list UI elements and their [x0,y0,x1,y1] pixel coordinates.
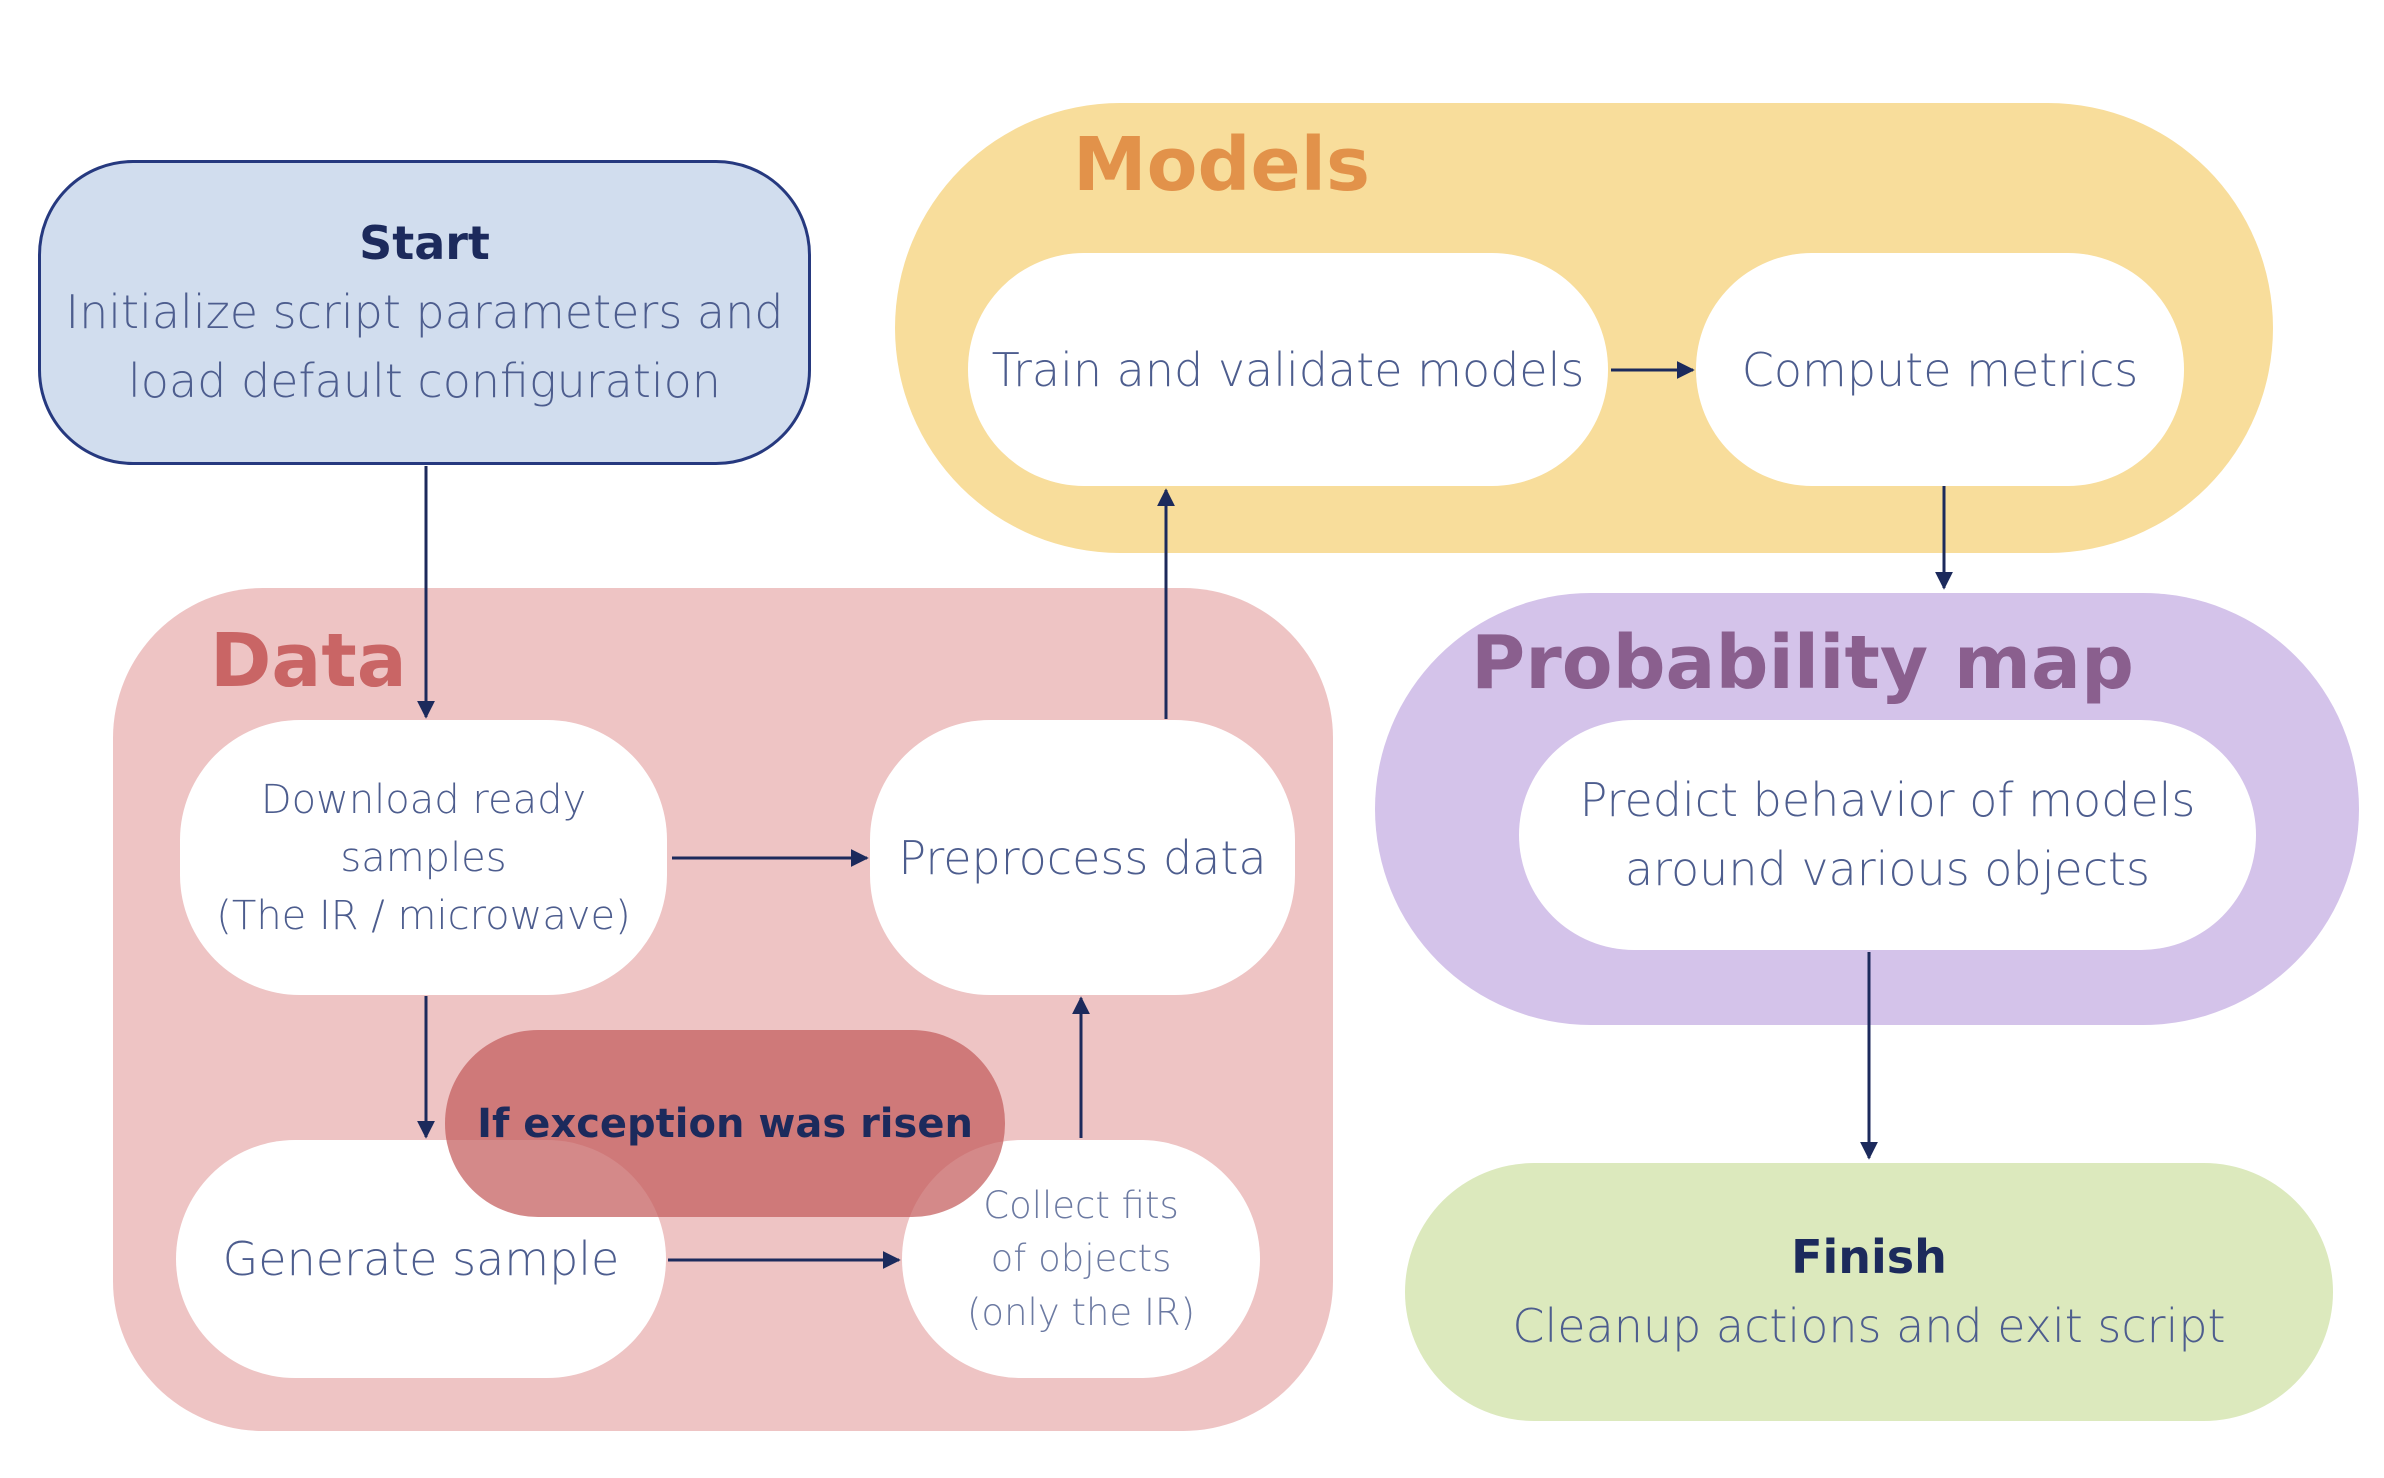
preprocess-data-label: Preprocess data [898,830,1267,885]
train-validate-node: Train and validate models [968,253,1608,486]
collect-fits-line-3: (only the IR) [967,1290,1195,1334]
finish-title: Finish [1791,1230,1947,1284]
models-group-title: Models [1073,122,1371,208]
finish-description: Cleanup actions and exit script [1512,1299,2226,1353]
data-group-title: Data [210,618,407,704]
probability-map-group-title: Probability map [1471,620,2134,706]
download-samples-line-1: Download ready [260,776,587,823]
collect-fits-line-1: Collect fits [983,1183,1179,1227]
finish-node: Finish Cleanup actions and exit script [1405,1163,2333,1421]
start-description-line-1: Initialize script parameters and [65,285,784,339]
preprocess-data-node: Preprocess data [870,720,1295,995]
download-samples-line-3: (The IR / microwave) [216,892,631,939]
compute-metrics-node: Compute metrics [1696,253,2184,486]
compute-metrics-label: Compute metrics [1741,342,2139,397]
exception-condition-label: If exception was risen [477,1100,973,1147]
predict-behavior-line-2: around various objects [1624,842,2151,896]
start-description-line-2: load default configuration [128,354,721,408]
start-node: Start Initialize script parameters and l… [38,160,811,465]
predict-behavior-line-1: Predict behavior of models [1579,773,2196,827]
train-validate-label: Train and validate models [991,342,1585,397]
predict-behavior-node: Predict behavior of models around variou… [1519,720,2256,950]
generate-sample-label: Generate sample [222,1232,620,1286]
start-title: Start [359,216,490,270]
collect-fits-line-2: of objects [990,1237,1172,1281]
collect-fits-node: Collect fits of objects (only the IR) [902,1140,1260,1378]
exception-condition-node: If exception was risen [445,1030,1005,1217]
download-samples-node: Download ready samples (The IR / microwa… [180,720,667,995]
download-samples-line-2: samples [340,834,507,881]
